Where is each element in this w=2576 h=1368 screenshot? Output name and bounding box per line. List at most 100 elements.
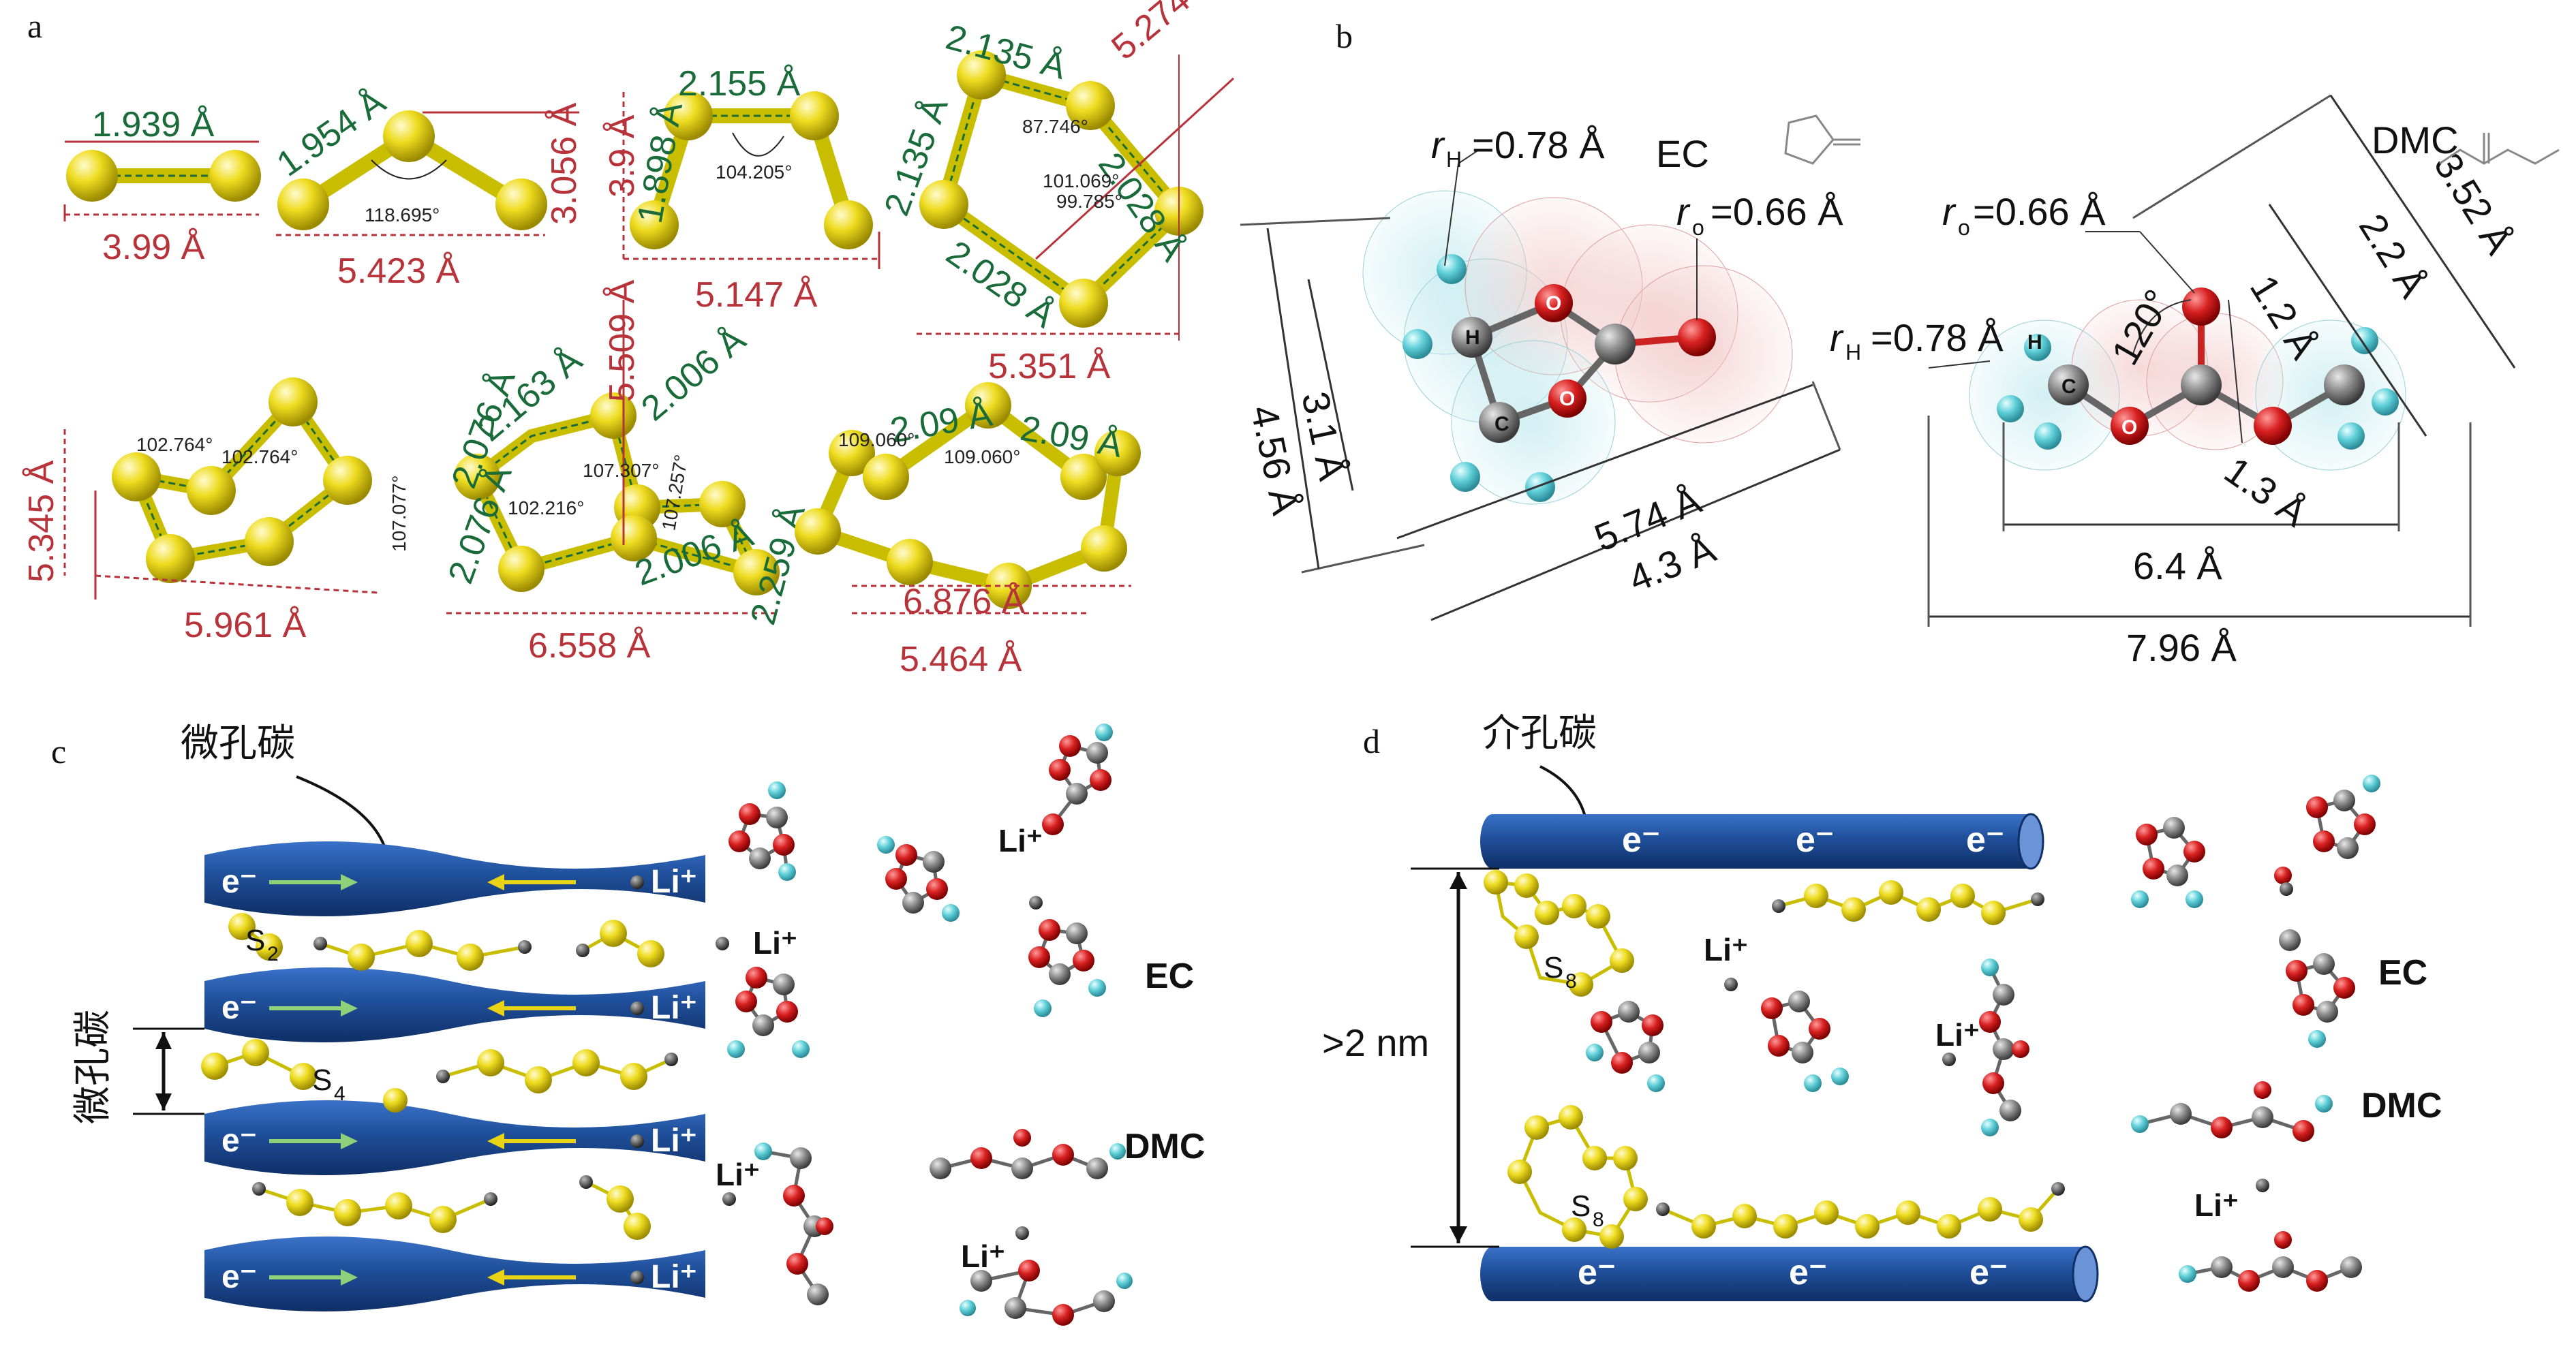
ec-ro-symbol: r xyxy=(1676,190,1691,233)
bond-label: 2.155 Å xyxy=(678,64,801,104)
dmc-ro-symbol: r xyxy=(1942,190,1957,233)
s8-atoms xyxy=(1484,870,1648,1249)
angle-label: 107.307° xyxy=(583,460,659,481)
carbon-sheet: e⁻ Li⁺ xyxy=(204,841,705,916)
ec-label: EC xyxy=(1145,957,1194,996)
carbon-tube-bottom: e⁻ e⁻ e⁻ xyxy=(1480,1245,2099,1303)
angle-label: 102.764° xyxy=(136,434,213,455)
ec-rh-sub: H xyxy=(1446,147,1462,172)
dmc-dim-label: 2.2 Å xyxy=(2351,206,2435,305)
sulfur-chain xyxy=(1772,880,2044,925)
microporous-carbon-side-label: 微孔碳 xyxy=(71,1010,115,1124)
panel-letter-d: d xyxy=(1363,722,1380,760)
dmc-skeletal-icon xyxy=(2439,133,2560,165)
dim-label: 5.423 Å xyxy=(337,251,460,291)
angle-label: 107.257° xyxy=(658,453,692,532)
panel-letter-a: a xyxy=(27,7,42,45)
dmc-rh-value: =0.78 Å xyxy=(1871,316,2004,359)
dmc-label: DMC xyxy=(1124,1127,1205,1166)
ec-rh-symbol: r xyxy=(1431,123,1445,166)
electron-label: e⁻ xyxy=(1966,820,2004,860)
electron-label: e⁻ xyxy=(1578,1253,1616,1292)
dim-label: 5.351 Å xyxy=(988,347,1111,386)
li-ion-label: Li⁺ xyxy=(998,823,1043,858)
dim-label: 6.558 Å xyxy=(528,626,651,666)
atom-label-o: O xyxy=(1546,292,1561,315)
mesoporous-carbon-title: 介孔碳 xyxy=(1482,711,1597,756)
li-ion-label: Li⁺ xyxy=(753,925,797,961)
dim-label: 5.345 Å xyxy=(22,460,61,582)
bond-label: 1.954 Å xyxy=(270,82,393,185)
atom-label-o: O xyxy=(1559,388,1575,410)
ec-ro-sub: o xyxy=(1692,215,1704,240)
carbon-sheet: e⁻ Li⁺ xyxy=(204,967,705,1042)
electron-label: e⁻ xyxy=(221,1259,257,1295)
carbon-tube-top: e⁻ e⁻ e⁻ xyxy=(1480,813,2044,870)
panel-c: c 微孔碳 微孔碳 e⁻ Li⁺ e⁻ Li⁺ e⁻ xyxy=(51,721,1205,1326)
ec-skeletal-icon xyxy=(1784,114,1860,165)
dmc-dim-label: 7.96 Å xyxy=(2126,626,2237,669)
angle-label: 109.060° xyxy=(944,446,1020,467)
atom-label-c: C xyxy=(1494,413,1509,435)
angle-label: 118.695° xyxy=(365,204,440,226)
li-label: Li⁺ xyxy=(651,1259,697,1295)
panel-b: b H C O O xyxy=(1240,17,2560,669)
electron-label: e⁻ xyxy=(221,1123,257,1159)
s2-cluster: 1.939 Å 3.99 Å xyxy=(63,105,261,267)
dim-label: 3.056 Å xyxy=(545,102,584,225)
bond-label: 1.939 Å xyxy=(92,105,215,144)
dim-label: 3.99 Å xyxy=(102,228,205,267)
dmc-molecule: C H O 6.4 Å 7.96 Å 3.52 Å 2.2 Å 1.2 Å 1.… xyxy=(1830,94,2560,669)
s2-label: S xyxy=(245,924,265,957)
ec-dim-label: 3.1 Å xyxy=(1293,388,1354,484)
angle-label: 109.060° xyxy=(838,429,915,450)
s8-label: S xyxy=(1544,951,1563,984)
panel-a: a 1.939 Å 3.99 Å 1.954 Å 118.695° xyxy=(22,0,1235,679)
dmc-name: DMC xyxy=(2372,119,2459,161)
angle-label: 99.785° xyxy=(1056,191,1122,212)
s4-cluster: 2.155 Å 1.898 Å 104.205° 3.9 Å 5.147 Å xyxy=(602,64,880,315)
electron-label: e⁻ xyxy=(1969,1253,2008,1292)
sulfur-atoms xyxy=(201,913,678,1240)
angle-label: 107.077° xyxy=(388,476,410,552)
ec-molecule: H C O O 4.56 Å 3.1 Å 5.74 Å 4.3 Å r H =0… xyxy=(1240,114,1860,621)
ec-label: EC xyxy=(2378,953,2427,993)
carbon-sheet: e⁻ Li⁺ xyxy=(204,1237,705,1311)
dmc-label: DMC xyxy=(2361,1086,2442,1125)
sulfur-chain xyxy=(1656,1182,2065,1239)
electron-label: e⁻ xyxy=(221,990,257,1026)
dim-label: 5.274 Å xyxy=(1104,0,1223,67)
panel-letter-b: b xyxy=(1336,17,1353,55)
s4-subscript: 4 xyxy=(334,1083,346,1105)
li-ion-label: Li⁺ xyxy=(1935,1017,1980,1053)
dim-label: 6.876 Å xyxy=(903,582,1026,621)
atom-label-h: H xyxy=(1465,326,1480,349)
dim-label: 5.509 Å xyxy=(602,279,642,402)
s5-cluster: 2.135 Å 2.135 Å 2.028 Å 2.028 Å 87.746° … xyxy=(877,0,1235,386)
solvent-molecules xyxy=(716,724,1133,1326)
ec-rh-value: =0.78 Å xyxy=(1472,123,1605,166)
li-ion-label: Li⁺ xyxy=(1704,932,1748,967)
solvent-molecules xyxy=(1586,775,2380,1292)
s3-cluster: 1.954 Å 118.695° 5.423 Å 3.056 Å xyxy=(270,82,584,291)
bond-label: 2.09 Å xyxy=(1017,409,1125,465)
ec-name: EC xyxy=(1656,132,1709,175)
angle-label: 104.205° xyxy=(716,161,792,183)
s8-subscript: 8 xyxy=(1593,1209,1604,1231)
dim-label: 5.147 Å xyxy=(695,275,818,315)
ec-ro-value: =0.66 Å xyxy=(1711,190,1843,233)
s2-subscript: 2 xyxy=(267,943,279,965)
angle-label: 87.746° xyxy=(1022,116,1088,137)
li-label: Li⁺ xyxy=(651,990,697,1026)
panel-letter-c: c xyxy=(51,732,66,771)
li-label: Li⁺ xyxy=(651,1123,697,1159)
electron-label: e⁻ xyxy=(1622,820,1660,860)
s4-label: S xyxy=(312,1063,332,1097)
gap-label: >2 nm xyxy=(1322,1021,1429,1064)
electron-label: e⁻ xyxy=(1789,1253,1827,1292)
dmc-rh-sub: H xyxy=(1845,340,1861,364)
li-label: Li⁺ xyxy=(651,864,697,900)
ec-dim-label: 4.56 Å xyxy=(1242,401,1307,518)
microporous-carbon-title: 微孔碳 xyxy=(181,721,295,766)
s7-cluster: 2.163 Å 2.076 Å 2.076 Å 2.006 Å 2.006 Å … xyxy=(388,279,813,666)
